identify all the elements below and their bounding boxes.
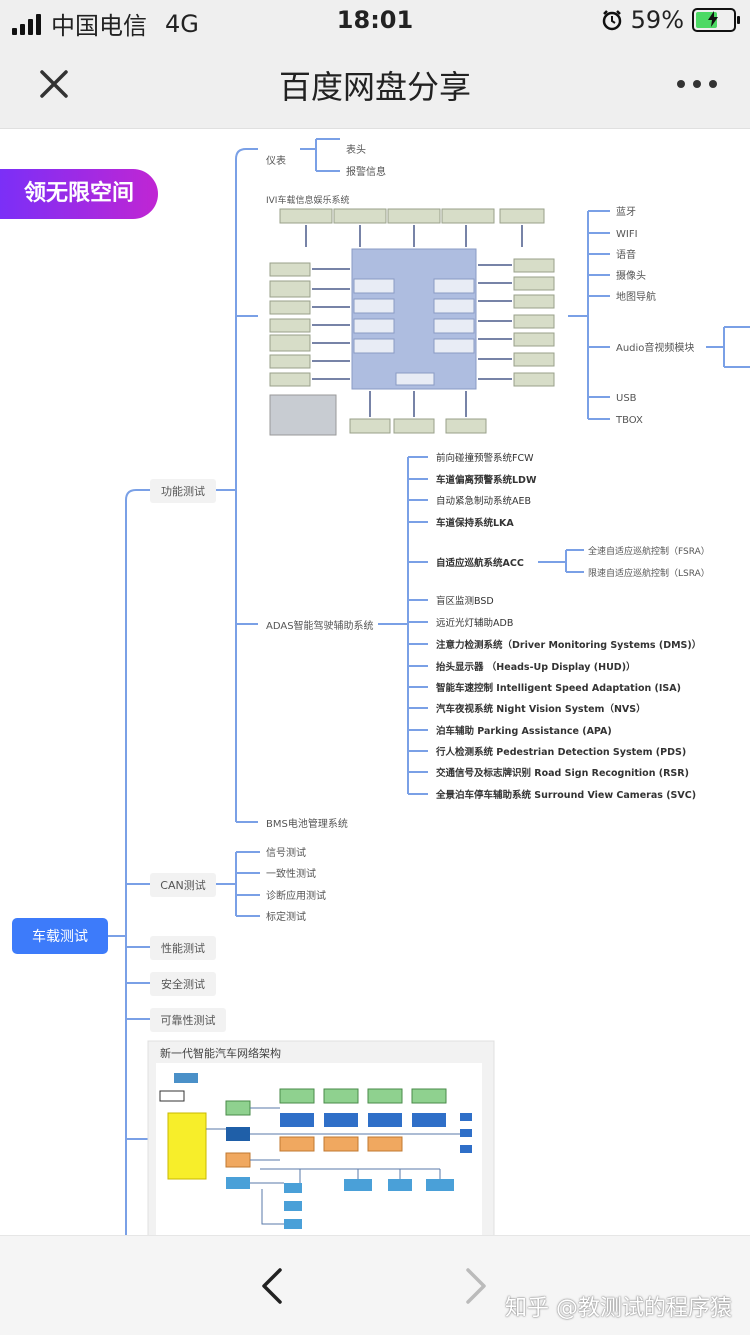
chevron-left-icon[interactable] — [252, 1264, 296, 1308]
svg-text:注意力检测系统（Driver Monitoring Syst: 注意力检测系统（Driver Monitoring Systems (DMS)） — [436, 639, 701, 651]
nav-bar: 百度网盘分享 — [0, 40, 750, 129]
node-security-test: 安全测试 — [161, 977, 205, 991]
network-title: 新一代智能汽车网络架构 — [160, 1046, 281, 1060]
status-bar: 中国电信 4G 18:01 59% — [0, 0, 750, 40]
svg-text:TBOX: TBOX — [615, 415, 643, 426]
svg-text:IVI车载信息娱乐系统: IVI车载信息娱乐系统 — [266, 194, 349, 206]
svg-text:交通信号及标志牌识别 Road Sign Recogniti: 交通信号及标志牌识别 Road Sign Recognition (RSR) — [436, 767, 689, 779]
network-diagram — [147, 1040, 495, 1235]
svg-text:汽车夜视系统 Night Vision System（NVS: 汽车夜视系统 Night Vision System（NVS） — [436, 703, 646, 715]
svg-text:抬头显示器 （Heads-Up Display (HUD)）: 抬头显示器 （Heads-Up Display (HUD)） — [436, 661, 636, 673]
svg-text:蓝牙: 蓝牙 — [616, 206, 636, 218]
svg-text:标定测试: 标定测试 — [266, 910, 306, 923]
page-title: 百度网盘分享 — [278, 68, 471, 106]
promo-banner[interactable]: 领无限空间 — [0, 169, 158, 219]
svg-text:WIFI: WIFI — [616, 229, 638, 240]
svg-text:全景泊车停车辅助系统 Surround View Camer: 全景泊车停车辅助系统 Surround View Cameras (SVC) — [435, 789, 696, 801]
ivi-diagram: IVI车载信息娱乐系统 — [266, 194, 555, 436]
svg-text:信号测试: 信号测试 — [266, 846, 306, 859]
svg-text:盲区监测BSD: 盲区监测BSD — [436, 595, 494, 607]
watermark: 知乎 @教测试的程序猿 — [505, 1296, 732, 1321]
root-node-label: 车载测试 — [32, 928, 88, 945]
svg-text:全速自适应巡航控制（FSRA）: 全速自适应巡航控制（FSRA） — [588, 545, 710, 557]
node-can-test: CAN测试 — [160, 879, 205, 892]
alarm-icon — [602, 10, 621, 31]
svg-text:一致性测试: 一致性测试 — [266, 867, 316, 880]
signal-icon — [12, 13, 41, 35]
svg-text:Audio音视频模块: Audio音视频模块 — [616, 341, 694, 354]
svg-text:泊车辅助 Parking Assistance (APA): 泊车辅助 Parking Assistance (APA) — [436, 725, 612, 737]
carrier-label: 中国电信 — [51, 12, 147, 40]
node-performance-test: 性能测试 — [161, 941, 205, 955]
bottom-toolbar: 知乎 @教测试的程序猿 — [0, 1235, 750, 1335]
node-gauge: 表头 — [346, 143, 366, 156]
shared-image-viewer[interactable]: IVI车载信息娱乐系统 — [0, 129, 750, 1235]
node-bms: BMS电池管理系统 — [266, 817, 348, 830]
svg-text:行人检测系统 Pedestrian Detection Sy: 行人检测系统 Pedestrian Detection System (PDS) — [435, 746, 686, 758]
svg-text:车道偏离预警系统LDW: 车道偏离预警系统LDW — [436, 474, 537, 486]
clock: 18:01 — [336, 6, 414, 34]
battery-percent: 59% — [630, 6, 684, 34]
svg-text:摄像头: 摄像头 — [616, 269, 646, 282]
mindmap-image: IVI车载信息娱乐系统 — [12, 138, 750, 1235]
node-function-test: 功能测试 — [161, 484, 205, 498]
svg-text:车道保持系统LKA: 车道保持系统LKA — [436, 517, 514, 529]
node-adas: ADAS智能驾驶辅助系统 — [266, 619, 374, 632]
node-instrument: 仪表 — [266, 154, 286, 167]
svg-text:自动紧急制动系统AEB: 自动紧急制动系统AEB — [436, 495, 531, 507]
root-node — [12, 918, 108, 954]
node-reliability-test: 可靠性测试 — [161, 1013, 216, 1027]
status-left: 中国电信 4G — [12, 6, 199, 41]
more-icon[interactable] — [674, 66, 720, 102]
svg-text:自适应巡航系统ACC: 自适应巡航系统ACC — [436, 557, 524, 569]
network-label: 4G — [165, 9, 199, 38]
node-alarm-info: 报警信息 — [346, 165, 386, 178]
svg-text:诊断应用测试: 诊断应用测试 — [266, 889, 326, 902]
svg-text:地图导航: 地图导航 — [616, 290, 656, 303]
svg-text:USB: USB — [616, 393, 637, 404]
charging-icon — [708, 11, 718, 27]
status-right: 59% — [601, 6, 740, 34]
svg-text:远近光灯辅助ADB: 远近光灯辅助ADB — [436, 617, 513, 629]
close-icon[interactable] — [32, 62, 76, 106]
battery-icon — [692, 8, 740, 32]
svg-text:语音: 语音 — [616, 248, 636, 261]
svg-text:限速自适应巡航控制（LSRA）: 限速自适应巡航控制（LSRA） — [588, 567, 710, 579]
chevron-right-icon[interactable] — [452, 1264, 496, 1308]
svg-text:前向碰撞预警系统FCW: 前向碰撞预警系统FCW — [436, 452, 534, 464]
svg-text:智能车速控制 Intelligent Speed Adapt: 智能车速控制 Intelligent Speed Adaptation (ISA… — [436, 682, 681, 694]
